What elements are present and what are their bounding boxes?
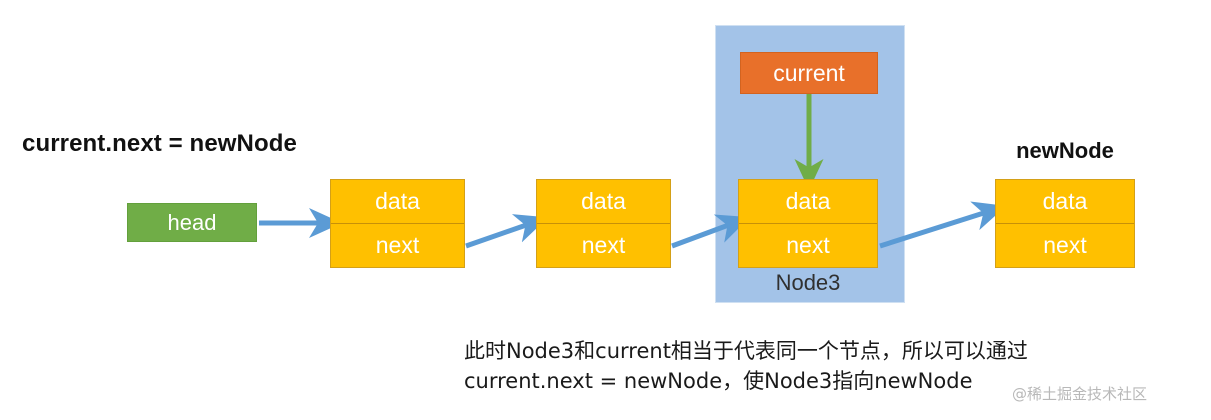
newnode-caption: newNode [1016, 138, 1114, 163]
node-next-cell: next [581, 232, 626, 258]
list-node-1: data next [330, 179, 465, 268]
list-node-2: data next [536, 179, 671, 268]
caption-line-2: current.next = newNode，使Node3指向newNode [464, 369, 973, 393]
node-data-cell: data [739, 180, 877, 224]
node-next-cell: next [375, 232, 420, 258]
node-data-cell: data [331, 180, 464, 224]
caption-line-1: 此时Node3和current相当于代表同一个节点，所以可以通过 [464, 339, 1028, 363]
explanation-caption: 此时Node3和current相当于代表同一个节点，所以可以通过 current… [464, 336, 1204, 396]
current-label: current [773, 59, 845, 86]
node-data-cell: data [537, 180, 670, 224]
list-node-new: data next [995, 179, 1135, 268]
node-data-cell: data [996, 180, 1134, 224]
list-node-3: data next [738, 179, 878, 268]
head-pointer-box: head [127, 203, 257, 242]
arrow-node1-to-node2 [465, 214, 549, 249]
current-pointer-box: current [740, 52, 878, 94]
head-label: head [167, 209, 217, 235]
node3-caption: Node3 [775, 270, 841, 295]
watermark: @稀土掘金技术社区 [1012, 385, 1148, 403]
node-next-cell: next [786, 232, 830, 258]
page-title: current.next = newNode [22, 130, 297, 157]
node-next-cell: next [1043, 232, 1087, 258]
